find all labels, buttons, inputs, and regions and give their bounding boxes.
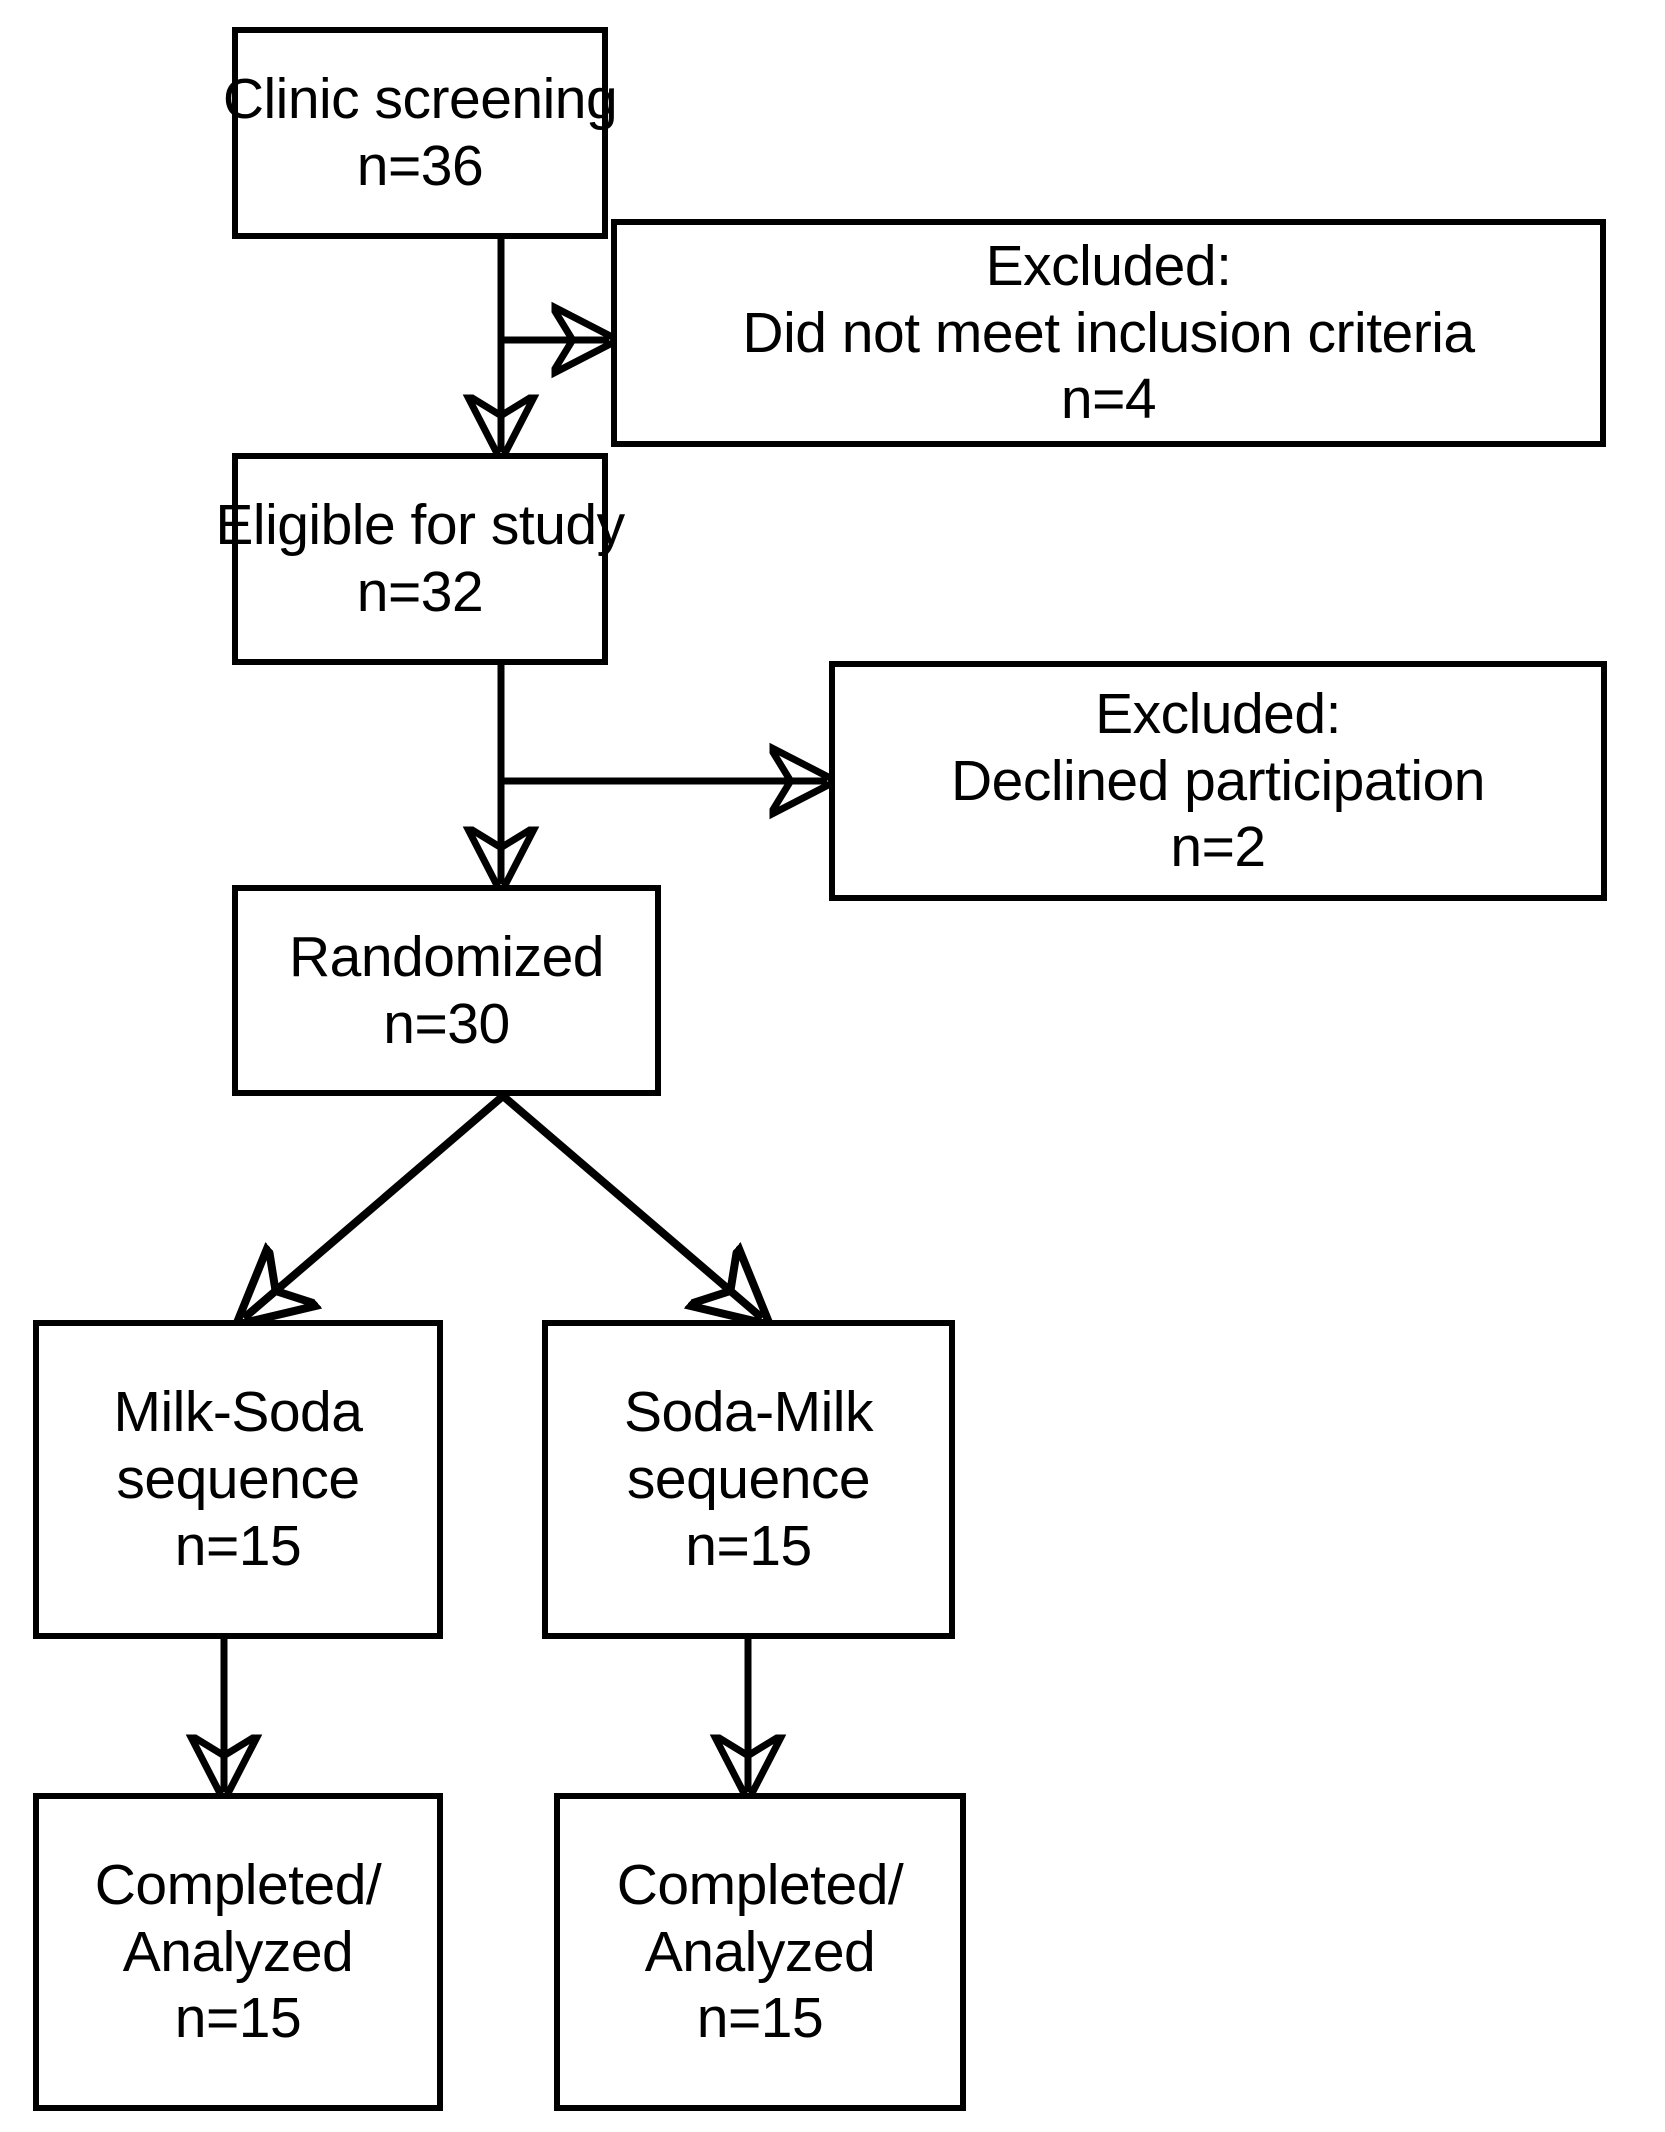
clinic-screening-label: Clinic screening <box>222 67 618 132</box>
eligible-count: n=32 <box>356 560 484 624</box>
clinic-screening-count: n=36 <box>356 134 484 198</box>
excluded-inclusion-reason: Did not meet inclusion criteria <box>742 300 1475 365</box>
node-clinic-screening[interactable]: Clinic screening n=36 <box>223 27 618 239</box>
soda-milk-sublabel: sequence <box>626 1447 871 1512</box>
milk-soda-count: n=15 <box>174 1513 302 1578</box>
excluded-declined-reason: Declined participation <box>951 748 1485 813</box>
soda-milk-label: Soda-Milk <box>624 1380 873 1445</box>
randomized-label: Randomized <box>288 924 605 989</box>
completed-left-label: Completed/ <box>94 1852 382 1917</box>
edge-randomized-to-milk-soda <box>244 1092 506 1318</box>
completed-right-label: Completed/ <box>616 1852 904 1917</box>
eligible-label: Eligible for study <box>215 493 625 558</box>
node-completed-analyzed-right[interactable]: Completed/ Analyzed n=15 <box>554 1793 966 2111</box>
milk-soda-label: Milk-Soda <box>113 1380 363 1445</box>
randomized-count: n=30 <box>383 991 510 1056</box>
node-randomized[interactable]: Randomized n=30 <box>232 885 661 1096</box>
completed-left-count: n=15 <box>174 1986 302 2051</box>
excluded-declined-count: n=2 <box>1170 815 1266 880</box>
node-excluded-inclusion[interactable]: Excluded: Did not meet inclusion criteri… <box>611 219 1606 447</box>
milk-soda-sublabel: sequence <box>116 1447 360 1512</box>
excluded-inclusion-count: n=4 <box>1060 367 1157 432</box>
completed-left-sublabel: Analyzed <box>122 1919 354 1984</box>
node-milk-soda-sequence[interactable]: Milk-Soda sequence n=15 <box>33 1320 443 1639</box>
excluded-inclusion-title: Excluded: <box>985 233 1232 298</box>
edge-randomized-to-soda-milk <box>500 1092 762 1318</box>
excluded-declined-title: Excluded: <box>1095 681 1341 746</box>
node-excluded-declined[interactable]: Excluded: Declined participation n=2 <box>829 661 1607 901</box>
node-soda-milk-sequence[interactable]: Soda-Milk sequence n=15 <box>542 1320 955 1639</box>
node-eligible-for-study[interactable]: Eligible for study n=32 <box>215 453 625 665</box>
node-completed-analyzed-left[interactable]: Completed/ Analyzed n=15 <box>33 1793 443 2111</box>
completed-right-count: n=15 <box>696 1986 824 2051</box>
completed-right-sublabel: Analyzed <box>644 1919 876 1984</box>
soda-milk-count: n=15 <box>685 1513 812 1578</box>
